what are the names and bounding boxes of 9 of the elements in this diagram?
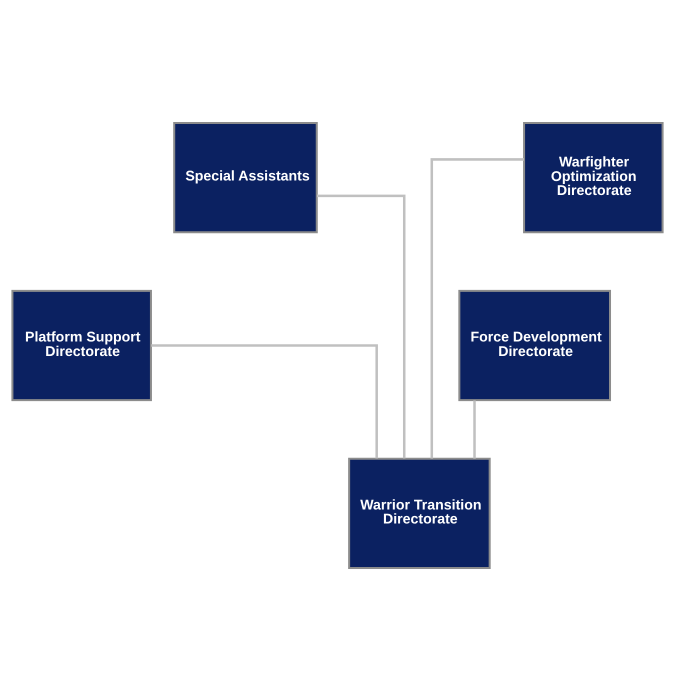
connector — [430, 158, 524, 458]
node-box: Warrior Transition Directorate — [348, 457, 491, 568]
node-box: Warfighter Optimization Directorate — [523, 122, 664, 233]
node-box: Platform Support Directorate — [11, 289, 152, 401]
connector — [151, 344, 378, 458]
node-box: Special Assistants — [173, 122, 318, 233]
connector — [473, 400, 476, 458]
connector — [316, 194, 406, 458]
node-box: Force Development Directorate — [458, 289, 612, 401]
